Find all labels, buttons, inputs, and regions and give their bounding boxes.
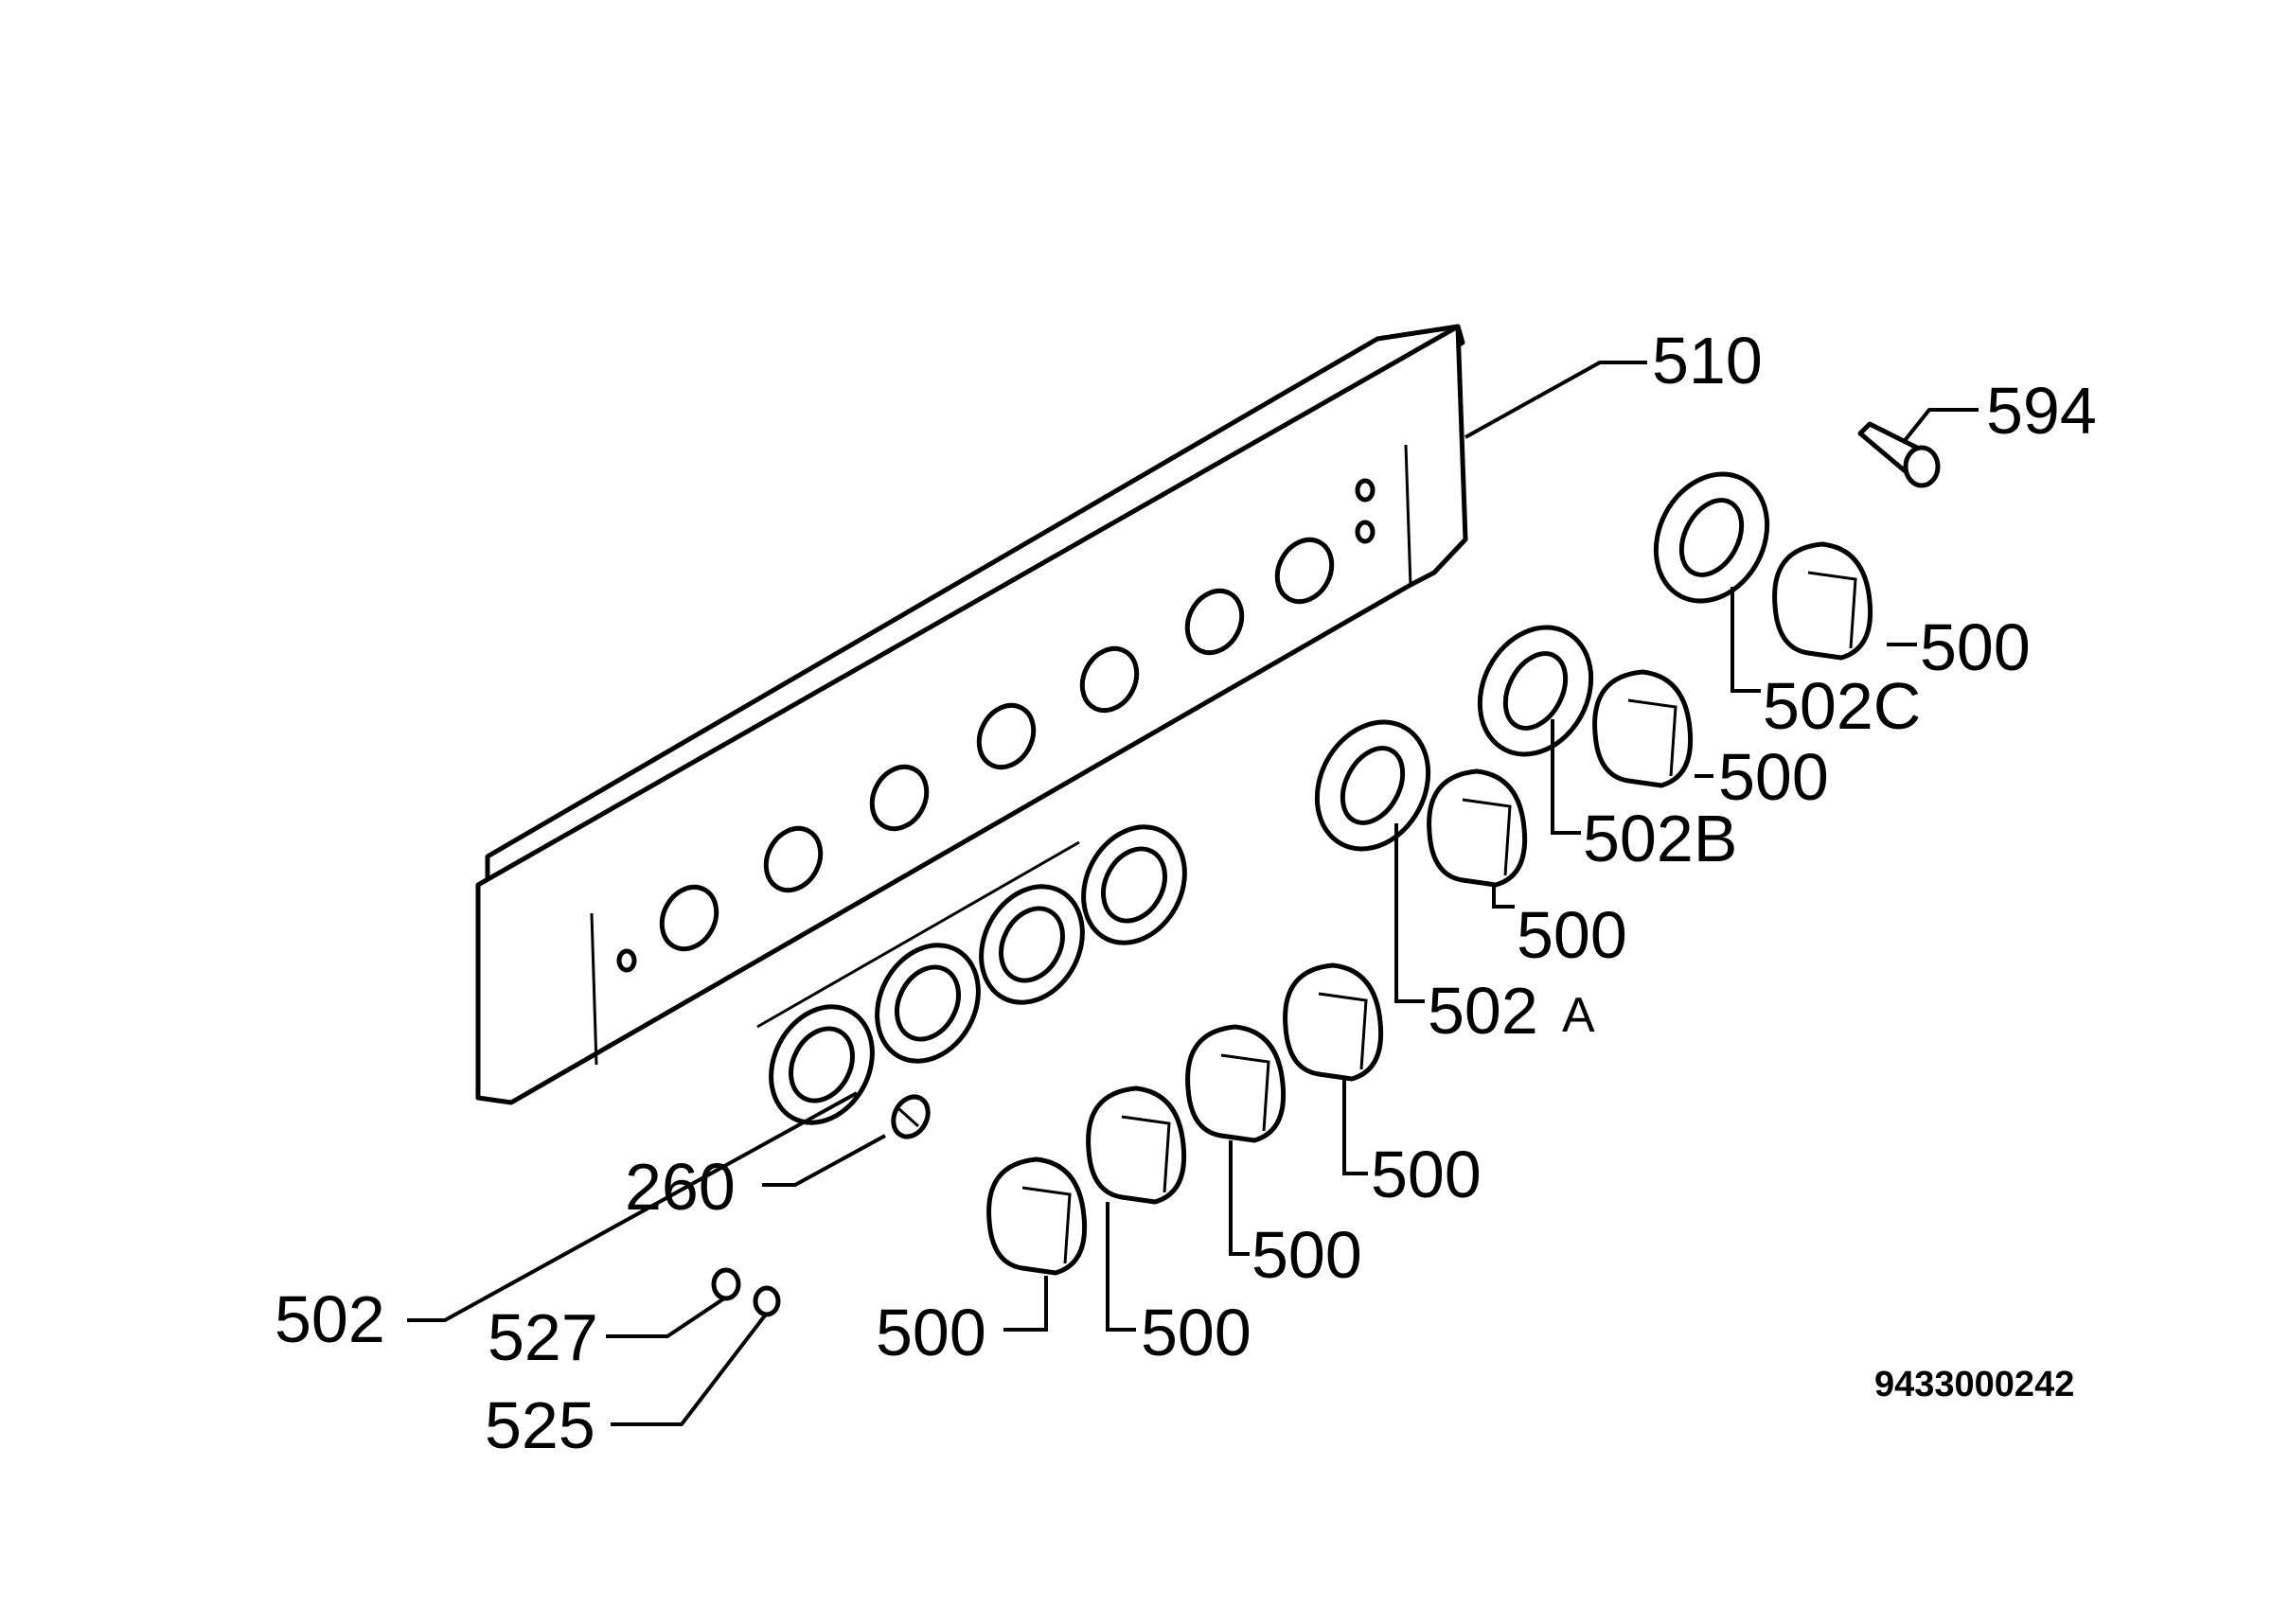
knob-1 <box>986 1156 1088 1276</box>
knob-5 <box>1427 768 1528 888</box>
label-500-knob4: 500 <box>1371 1138 1482 1211</box>
label-500-knob2: 500 <box>1141 1296 1251 1369</box>
label-500-knob6: 500 <box>1718 740 1829 814</box>
knob-7 <box>1772 541 1873 661</box>
part-labels: 510 594 500 502C 500 502B 500 502 A 500 … <box>275 324 2097 1462</box>
label-260: 260 <box>625 1150 736 1224</box>
label-502b: 502B <box>1583 802 1737 875</box>
label-502a: 502 <box>1428 974 1538 1048</box>
ring-502a <box>1314 719 1431 852</box>
spacers <box>711 1267 781 1317</box>
label-527: 527 <box>488 1300 598 1374</box>
control-panel <box>475 324 1468 1105</box>
knob-4 <box>1283 962 1384 1082</box>
indicator-bulb <box>1857 421 1941 488</box>
label-500-knob3: 500 <box>1251 1218 1362 1292</box>
label-500-knob7: 500 <box>1920 610 2031 684</box>
label-502: 502 <box>275 1282 385 1356</box>
label-510: 510 <box>1652 324 1763 397</box>
label-594: 594 <box>1986 374 2097 448</box>
label-502a-suffix: A <box>1562 988 1595 1043</box>
leader-lines <box>407 361 1979 1426</box>
drawing-number: 9433000242 <box>1874 1365 2074 1404</box>
ring-502b <box>1477 625 1594 757</box>
knob-6 <box>1592 669 1694 788</box>
label-500-knob5: 500 <box>1517 898 1627 972</box>
knob-2 <box>1086 1086 1187 1205</box>
label-500-knob1: 500 <box>876 1296 986 1369</box>
knobs <box>986 541 1873 1276</box>
label-525: 525 <box>485 1388 595 1462</box>
label-502c: 502C <box>1763 669 1921 743</box>
ring-502c <box>1653 471 1770 604</box>
knob-3 <box>1185 1024 1287 1143</box>
spring <box>891 1094 931 1139</box>
rings-502-group <box>756 824 1187 1125</box>
